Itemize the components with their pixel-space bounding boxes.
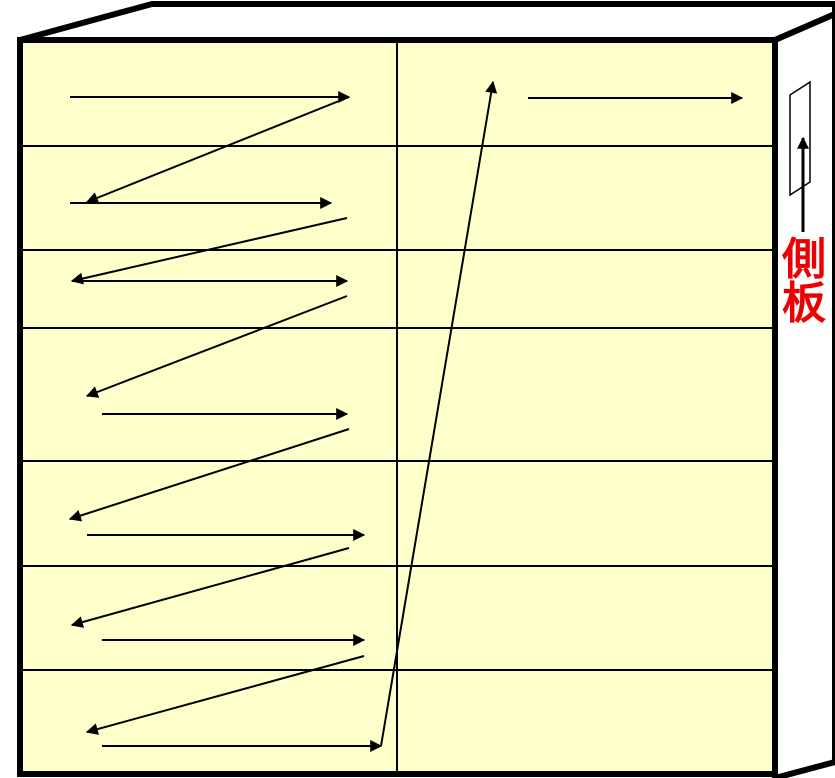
side-board-sketch [789, 80, 811, 197]
side-panel-label-char-1: 側 [782, 234, 826, 285]
side-panel-label-char-2: 板 [782, 278, 826, 329]
arrow-diag-5 [70, 547, 350, 628]
arrow-diag-4 [68, 428, 350, 522]
arrow-diag-3 [85, 295, 348, 398]
arrow-up-to-column2 [380, 80, 498, 747]
arrow-diag-2 [70, 217, 348, 285]
scan-path-arrows [68, 80, 744, 752]
arrow-diag-1 [85, 96, 350, 204]
cabinet-top-face [17, 1, 835, 43]
arrow-diag-6 [85, 655, 365, 735]
row-dividers [20, 145, 775, 671]
